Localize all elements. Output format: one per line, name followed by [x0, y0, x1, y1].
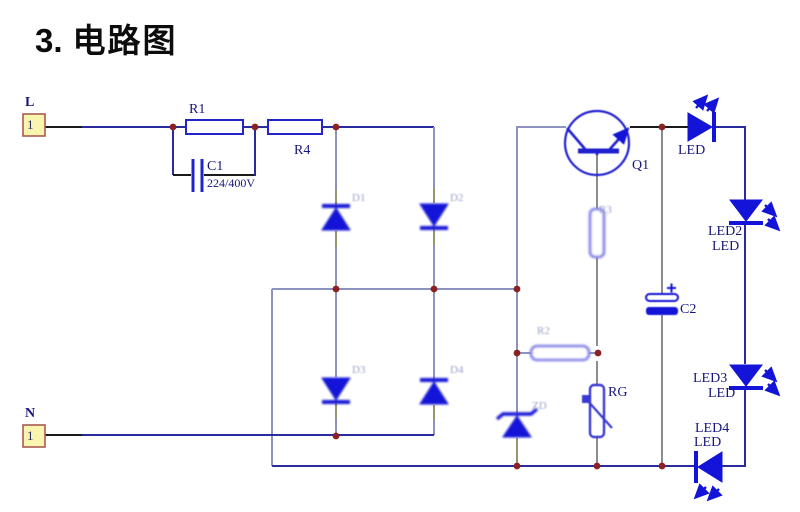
led2-type-label: LED	[712, 239, 740, 254]
capacitor-c1-label: C1	[207, 159, 224, 174]
led2-label: LED2	[708, 224, 743, 239]
capacitor-c2-symbol	[645, 283, 679, 315]
led4-symbol	[693, 451, 723, 502]
led3-symbol	[728, 364, 781, 397]
section-number: 3.	[35, 22, 63, 59]
led2-symbol	[728, 199, 781, 232]
terminal-n-pin: 1	[27, 428, 34, 443]
resistor-rg-label: RG	[608, 385, 628, 400]
diode-d1-label: D1	[352, 192, 366, 204]
terminal-n-label: N	[25, 406, 36, 421]
diode-d1-symbol	[321, 204, 351, 231]
resistor-r2-symbol	[529, 344, 591, 362]
zener-zd-label: ZD	[532, 400, 547, 412]
junction-dots	[169, 123, 666, 470]
diode-d4-symbol	[419, 378, 449, 405]
wires	[45, 126, 746, 467]
led3-type-label: LED	[708, 386, 736, 401]
resistor-rg-symbol	[582, 383, 613, 439]
capacitor-c1-value: 224/400V	[207, 176, 255, 190]
zener-zd-symbol	[495, 407, 539, 438]
resistor-r2-label: R2	[537, 325, 550, 337]
terminal-l-pin: 1	[27, 117, 34, 132]
led4-label: LED4	[695, 421, 730, 436]
transistor-q1-label: Q1	[632, 158, 650, 173]
section-title-text: 电路图	[72, 22, 178, 59]
diode-d2-label: D2	[450, 192, 464, 204]
resistor-r4-label: R4	[294, 143, 311, 158]
resistor-r3-symbol	[588, 207, 606, 259]
capacitor-c1-symbol	[191, 159, 204, 192]
resistor-r1-symbol	[185, 119, 244, 135]
resistor-r1-label: R1	[189, 102, 206, 117]
led4-type-label: LED	[694, 435, 722, 450]
diode-d4-label: D4	[450, 364, 464, 376]
transistor-q1-symbol	[563, 109, 631, 177]
led1-symbol	[687, 94, 720, 142]
diode-d3-label: D3	[352, 364, 366, 376]
led3-label: LED3	[693, 371, 728, 386]
resistor-r4-symbol	[267, 119, 323, 135]
capacitor-c2-label: C2	[680, 302, 697, 317]
resistor-r3-label: R3	[599, 204, 612, 216]
diode-d3-symbol	[321, 377, 351, 404]
terminal-l-label: L	[25, 95, 35, 110]
terminal-l-pad	[22, 113, 46, 137]
terminal-n-pad	[22, 424, 46, 448]
diode-d2-symbol	[419, 203, 449, 230]
page-title: 3. 电路图	[35, 14, 178, 62]
led1-label: LED	[678, 143, 706, 158]
